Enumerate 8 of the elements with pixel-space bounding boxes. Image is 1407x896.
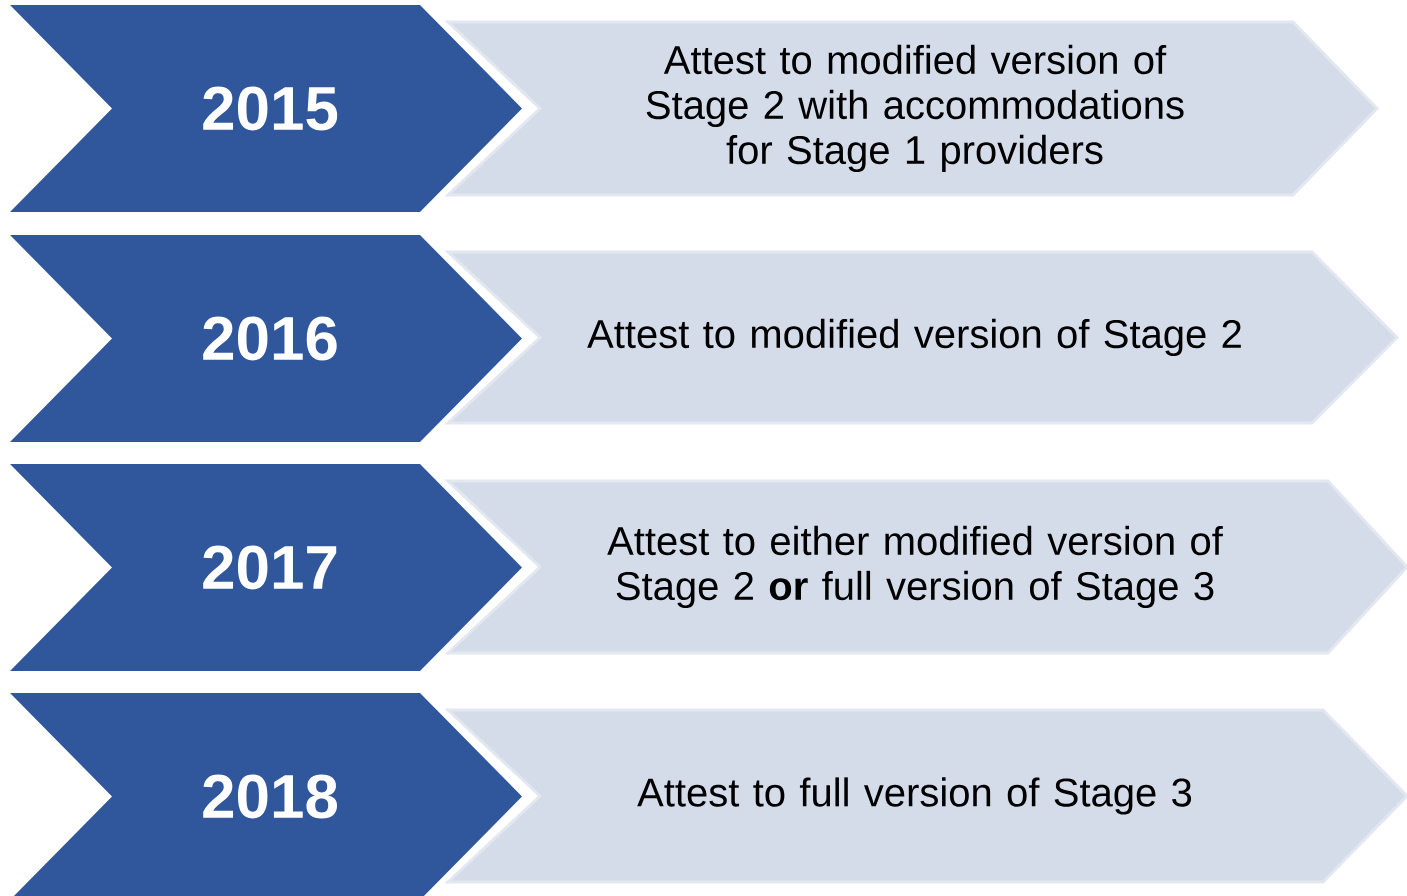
description-banner: Attest to modified version of Stage 2 <box>444 250 1400 425</box>
description-banner: Attest to either modified version of Stage 2 or full version of Stage 3 <box>444 479 1407 655</box>
year-banner: 2015 <box>10 5 522 212</box>
year-banner: 2018 <box>10 693 522 896</box>
year-banner: 2016 <box>10 235 522 442</box>
year-banner: 2017 <box>10 464 522 671</box>
description-banner: Attest to full version of Stage 3 <box>444 708 1407 884</box>
description-banner: Attest to modified version of Stage 2 with accommodations for Stage 1 providers <box>444 20 1380 197</box>
